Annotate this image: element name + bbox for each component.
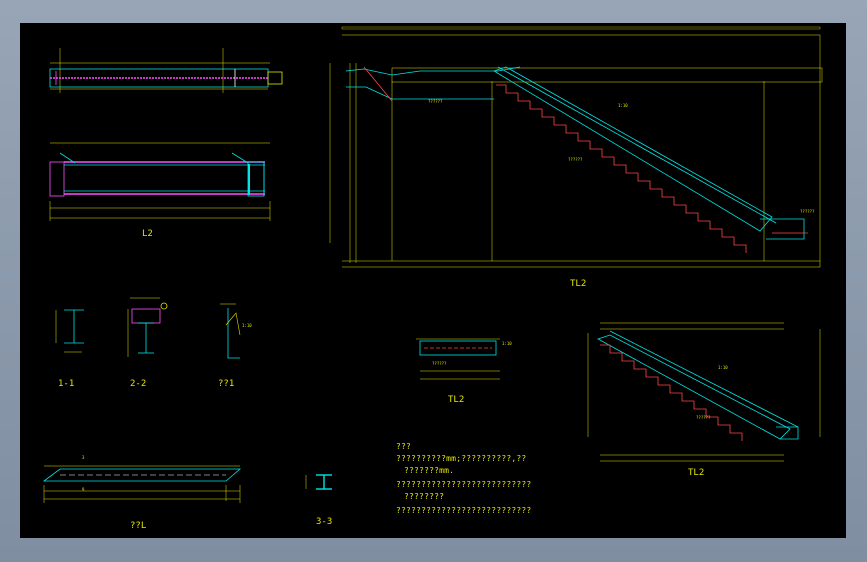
notes-line-5: ??????????????????????????? <box>396 506 532 515</box>
tl2-right-view <box>587 322 821 462</box>
stair-label-d: ?????? <box>432 361 447 366</box>
title-section-2-2: 2-2 <box>130 379 147 389</box>
slope-small: 1:10 <box>502 341 512 346</box>
section-1-1 <box>55 309 84 353</box>
title-tl2-right: TL2 <box>688 468 705 478</box>
tl2-main-view <box>329 26 823 268</box>
slope-detail: 1:10 <box>242 323 252 328</box>
section-3-3 <box>305 474 332 490</box>
l2-plan-view <box>49 48 283 93</box>
slope-right: 1:10 <box>718 365 728 370</box>
stair-label-a: ?????? <box>428 99 443 104</box>
drawing-canvas[interactable]: L2 TL2 1-1 2-2 ??1 TL2 TL2 ??L 3-3 1:10 … <box>20 23 846 538</box>
notes-line-4: ???????? <box>404 492 445 501</box>
stair-label-b: ?????? <box>568 157 583 162</box>
title-section-1-1: 1-1 <box>58 379 75 389</box>
stair-label-c: ?????? <box>800 209 815 214</box>
tl2-section-view <box>416 338 500 380</box>
title-section-3-3: 3-3 <box>316 517 333 527</box>
title-detail-l: ??L <box>130 521 147 531</box>
title-tl2-main: TL2 <box>570 279 587 289</box>
section-2-2 <box>127 297 168 357</box>
detail-l <box>42 465 242 503</box>
dim-3: 3 <box>82 455 85 460</box>
notes-line-3: ??????????????????????????? <box>396 480 532 489</box>
title-detail-1: ??1 <box>218 379 235 389</box>
slope-main: 1:10 <box>618 103 628 108</box>
notes-line-2: ???????mm. <box>404 466 455 475</box>
title-tl2-small: TL2 <box>448 395 465 405</box>
l2-elevation-view <box>49 142 271 221</box>
notes-heading: ??? <box>396 442 412 451</box>
dim-9: 9 <box>82 487 85 492</box>
title-l2: L2 <box>142 229 153 239</box>
cad-drawing <box>42 26 823 503</box>
notes-line-1: ??????????mm;??????????,?? <box>396 454 527 463</box>
detail-1 <box>220 303 241 359</box>
stair-label-e: ?????? <box>696 415 711 420</box>
